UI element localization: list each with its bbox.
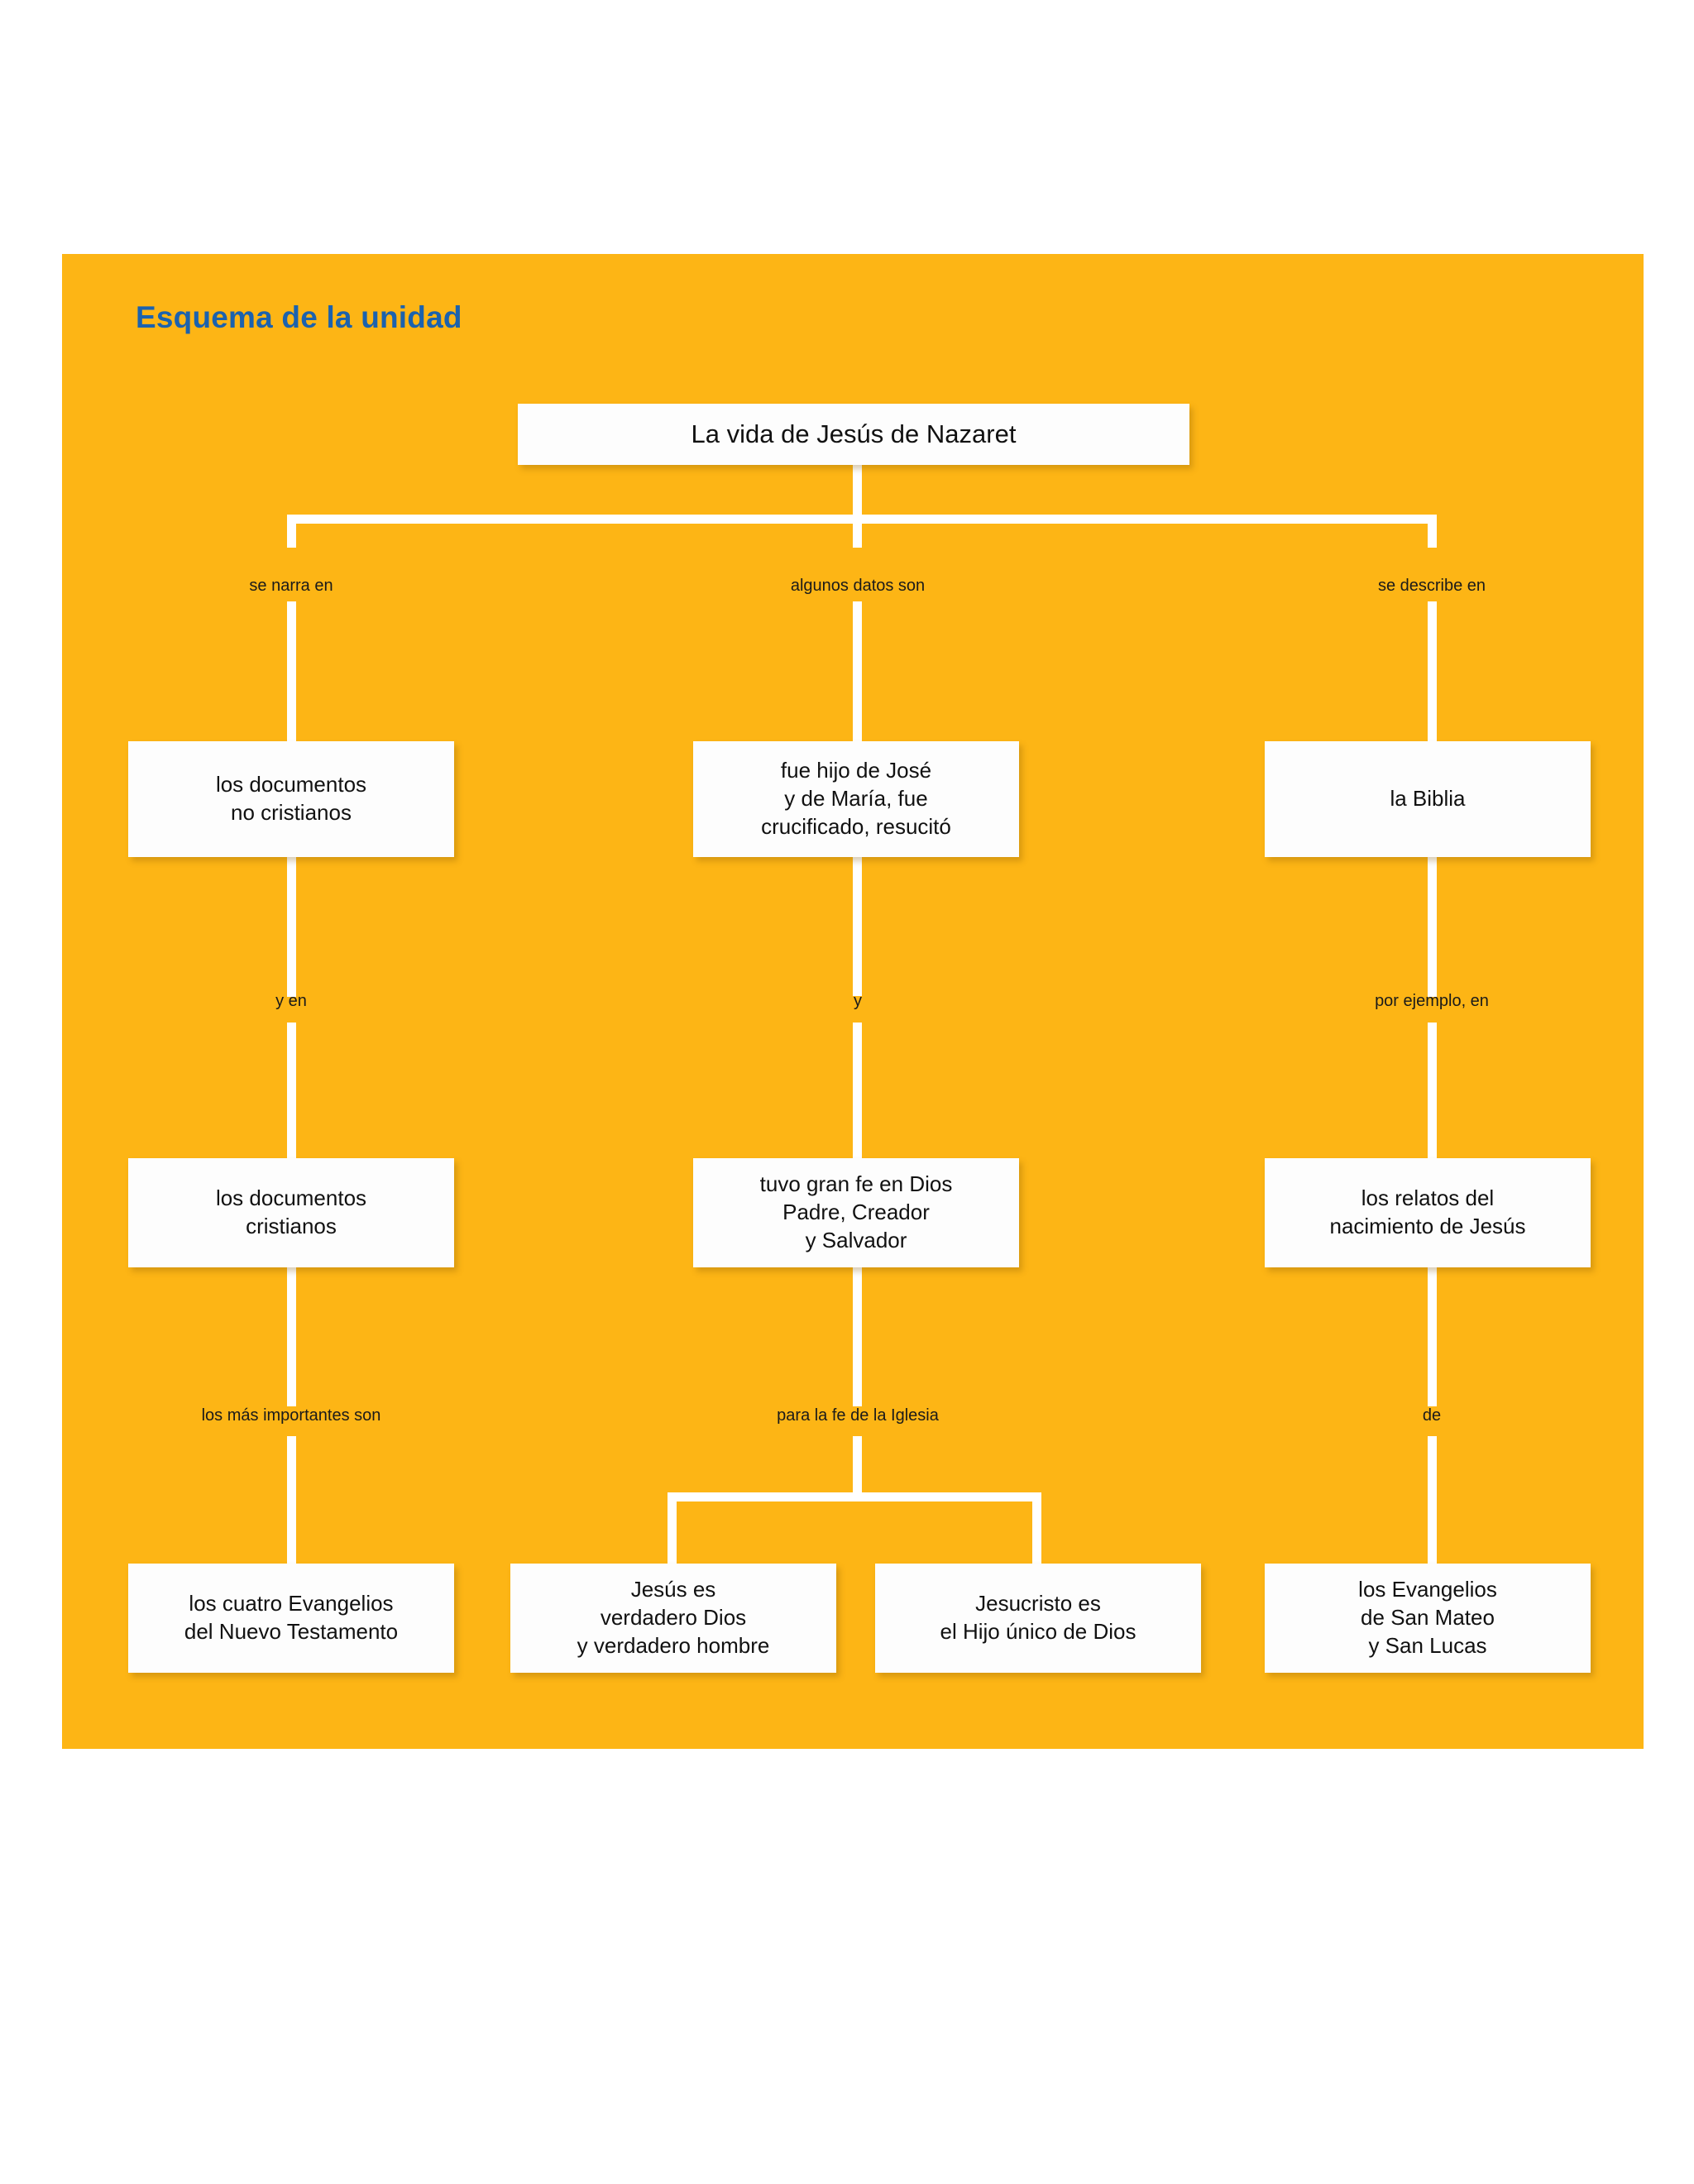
connector-left-seg3 bbox=[287, 1023, 296, 1163]
connector-bus-drop-left bbox=[287, 515, 296, 548]
node-center-3b[interactable]: Jesucristo es el Hijo único de Dios bbox=[875, 1564, 1201, 1673]
connector-center-seg3 bbox=[853, 1023, 862, 1163]
connector-root-stem bbox=[853, 465, 862, 520]
node-left-3-line2: del Nuevo Testamento bbox=[184, 1619, 399, 1644]
node-left-2-text: los documentos cristianos bbox=[216, 1185, 366, 1241]
connector-center-seg2 bbox=[853, 845, 862, 996]
node-left-2-line2: cristianos bbox=[246, 1214, 337, 1238]
node-right-2-line2: nacimiento de Jesús bbox=[1329, 1214, 1526, 1238]
connector-bus-drop-center bbox=[853, 515, 862, 548]
node-center-3b-text: Jesucristo es el Hijo único de Dios bbox=[940, 1590, 1136, 1646]
node-left-3-line1: los cuatro Evangelios bbox=[189, 1591, 394, 1616]
node-left-2[interactable]: los documentos cristianos bbox=[128, 1158, 454, 1267]
node-center-2-text: tuvo gran fe en Dios Padre, Creador y Sa… bbox=[760, 1171, 953, 1254]
node-center-3b-line1: Jesucristo es bbox=[975, 1591, 1101, 1616]
node-right-3-line3: y San Lucas bbox=[1368, 1632, 1487, 1658]
node-left-1-text: los documentos no cristianos bbox=[216, 771, 366, 827]
node-right-2-line1: los relatos del bbox=[1361, 1185, 1495, 1211]
edge-label-left-2: y en bbox=[275, 992, 307, 1010]
node-center-1-line1: fue hijo de José bbox=[780, 758, 932, 783]
node-right-2-text: los relatos del nacimiento de Jesús bbox=[1329, 1185, 1525, 1241]
node-right-2[interactable]: los relatos del nacimiento de Jesús bbox=[1265, 1158, 1591, 1267]
connector-left-seg2 bbox=[287, 856, 296, 997]
node-center-3a-text: Jesús es verdadero Dios y verdadero homb… bbox=[577, 1576, 770, 1660]
node-right-3-text: los Evangelios de San Mateo y San Lucas bbox=[1358, 1576, 1497, 1660]
node-center-2[interactable]: tuvo gran fe en Dios Padre, Creador y Sa… bbox=[693, 1158, 1019, 1267]
edge-label-center-3: para la fe de la Iglesia bbox=[777, 1406, 939, 1425]
node-root-text: La vida de Jesús de Nazaret bbox=[691, 419, 1017, 448]
node-center-2-line2: Padre, Creador bbox=[782, 1200, 930, 1225]
connector-center-split-right bbox=[1032, 1492, 1041, 1569]
node-right-1-text: la Biblia bbox=[1390, 785, 1465, 813]
node-right-1[interactable]: la Biblia bbox=[1265, 741, 1591, 857]
node-right-3-line2: de San Mateo bbox=[1361, 1605, 1495, 1631]
node-root[interactable]: La vida de Jesús de Nazaret bbox=[518, 404, 1189, 465]
node-left-1-line1: los documentos bbox=[215, 772, 367, 797]
node-center-3a-line3: y verdadero hombre bbox=[577, 1632, 770, 1658]
connector-center-seg1 bbox=[853, 601, 862, 742]
connector-right-seg5 bbox=[1428, 1436, 1437, 1569]
connector-right-seg1 bbox=[1428, 601, 1437, 742]
node-center-1-line3: crucificado, resucitó bbox=[761, 813, 951, 839]
edge-label-right-3: de bbox=[1422, 1406, 1442, 1425]
connector-center-seg4 bbox=[853, 1266, 862, 1406]
node-center-1[interactable]: fue hijo de José y de María, fue crucifi… bbox=[693, 741, 1019, 857]
connector-center-seg5 bbox=[853, 1436, 862, 1497]
connector-right-seg3 bbox=[1428, 1023, 1437, 1163]
connector-left-seg1 bbox=[287, 601, 296, 742]
connector-right-seg4 bbox=[1428, 1266, 1437, 1406]
connector-bus-drop-right bbox=[1428, 515, 1437, 548]
connector-center-split-left bbox=[668, 1492, 677, 1569]
node-center-1-text: fue hijo de José y de María, fue crucifi… bbox=[761, 757, 951, 841]
node-right-3-line1: los Evangelios bbox=[1358, 1577, 1497, 1602]
node-center-3b-line2: el Hijo único de Dios bbox=[940, 1619, 1137, 1644]
node-center-2-line1: tuvo gran fe en Dios bbox=[759, 1171, 953, 1197]
edge-label-center-2: y bbox=[854, 992, 862, 1010]
connector-left-seg4 bbox=[287, 1266, 296, 1406]
node-center-3a[interactable]: Jesús es verdadero Dios y verdadero homb… bbox=[510, 1564, 836, 1673]
node-left-3[interactable]: los cuatro Evangelios del Nuevo Testamen… bbox=[128, 1564, 454, 1673]
edge-label-left-1: se narra en bbox=[249, 577, 333, 595]
connector-left-seg5 bbox=[287, 1436, 296, 1569]
node-left-1[interactable]: los documentos no cristianos bbox=[128, 741, 454, 857]
page-title: Esquema de la unidad bbox=[136, 300, 462, 334]
node-center-2-line3: y Salvador bbox=[805, 1227, 907, 1252]
edge-label-center-1: algunos datos son bbox=[790, 577, 926, 595]
node-center-3a-line1: Jesús es bbox=[630, 1577, 716, 1602]
node-left-3-text: los cuatro Evangelios del Nuevo Testamen… bbox=[184, 1590, 398, 1646]
node-left-1-line2: no cristianos bbox=[231, 800, 352, 825]
connector-right-seg2 bbox=[1428, 856, 1437, 997]
edge-label-left-3: los más importantes son bbox=[201, 1406, 381, 1425]
node-right-3[interactable]: los Evangelios de San Mateo y San Lucas bbox=[1265, 1564, 1591, 1673]
node-center-3a-line2: verdadero Dios bbox=[600, 1605, 747, 1631]
edge-label-right-2: por ejemplo, en bbox=[1375, 992, 1489, 1010]
connector-root-bus bbox=[287, 515, 1437, 524]
node-right-1-line1: la Biblia bbox=[1390, 786, 1466, 812]
node-center-1-line2: y de María, fue bbox=[784, 786, 928, 812]
edge-label-right-1: se describe en bbox=[1377, 577, 1486, 595]
connector-center-split-bus bbox=[668, 1492, 1041, 1502]
node-left-2-line1: los documentos bbox=[215, 1185, 367, 1211]
